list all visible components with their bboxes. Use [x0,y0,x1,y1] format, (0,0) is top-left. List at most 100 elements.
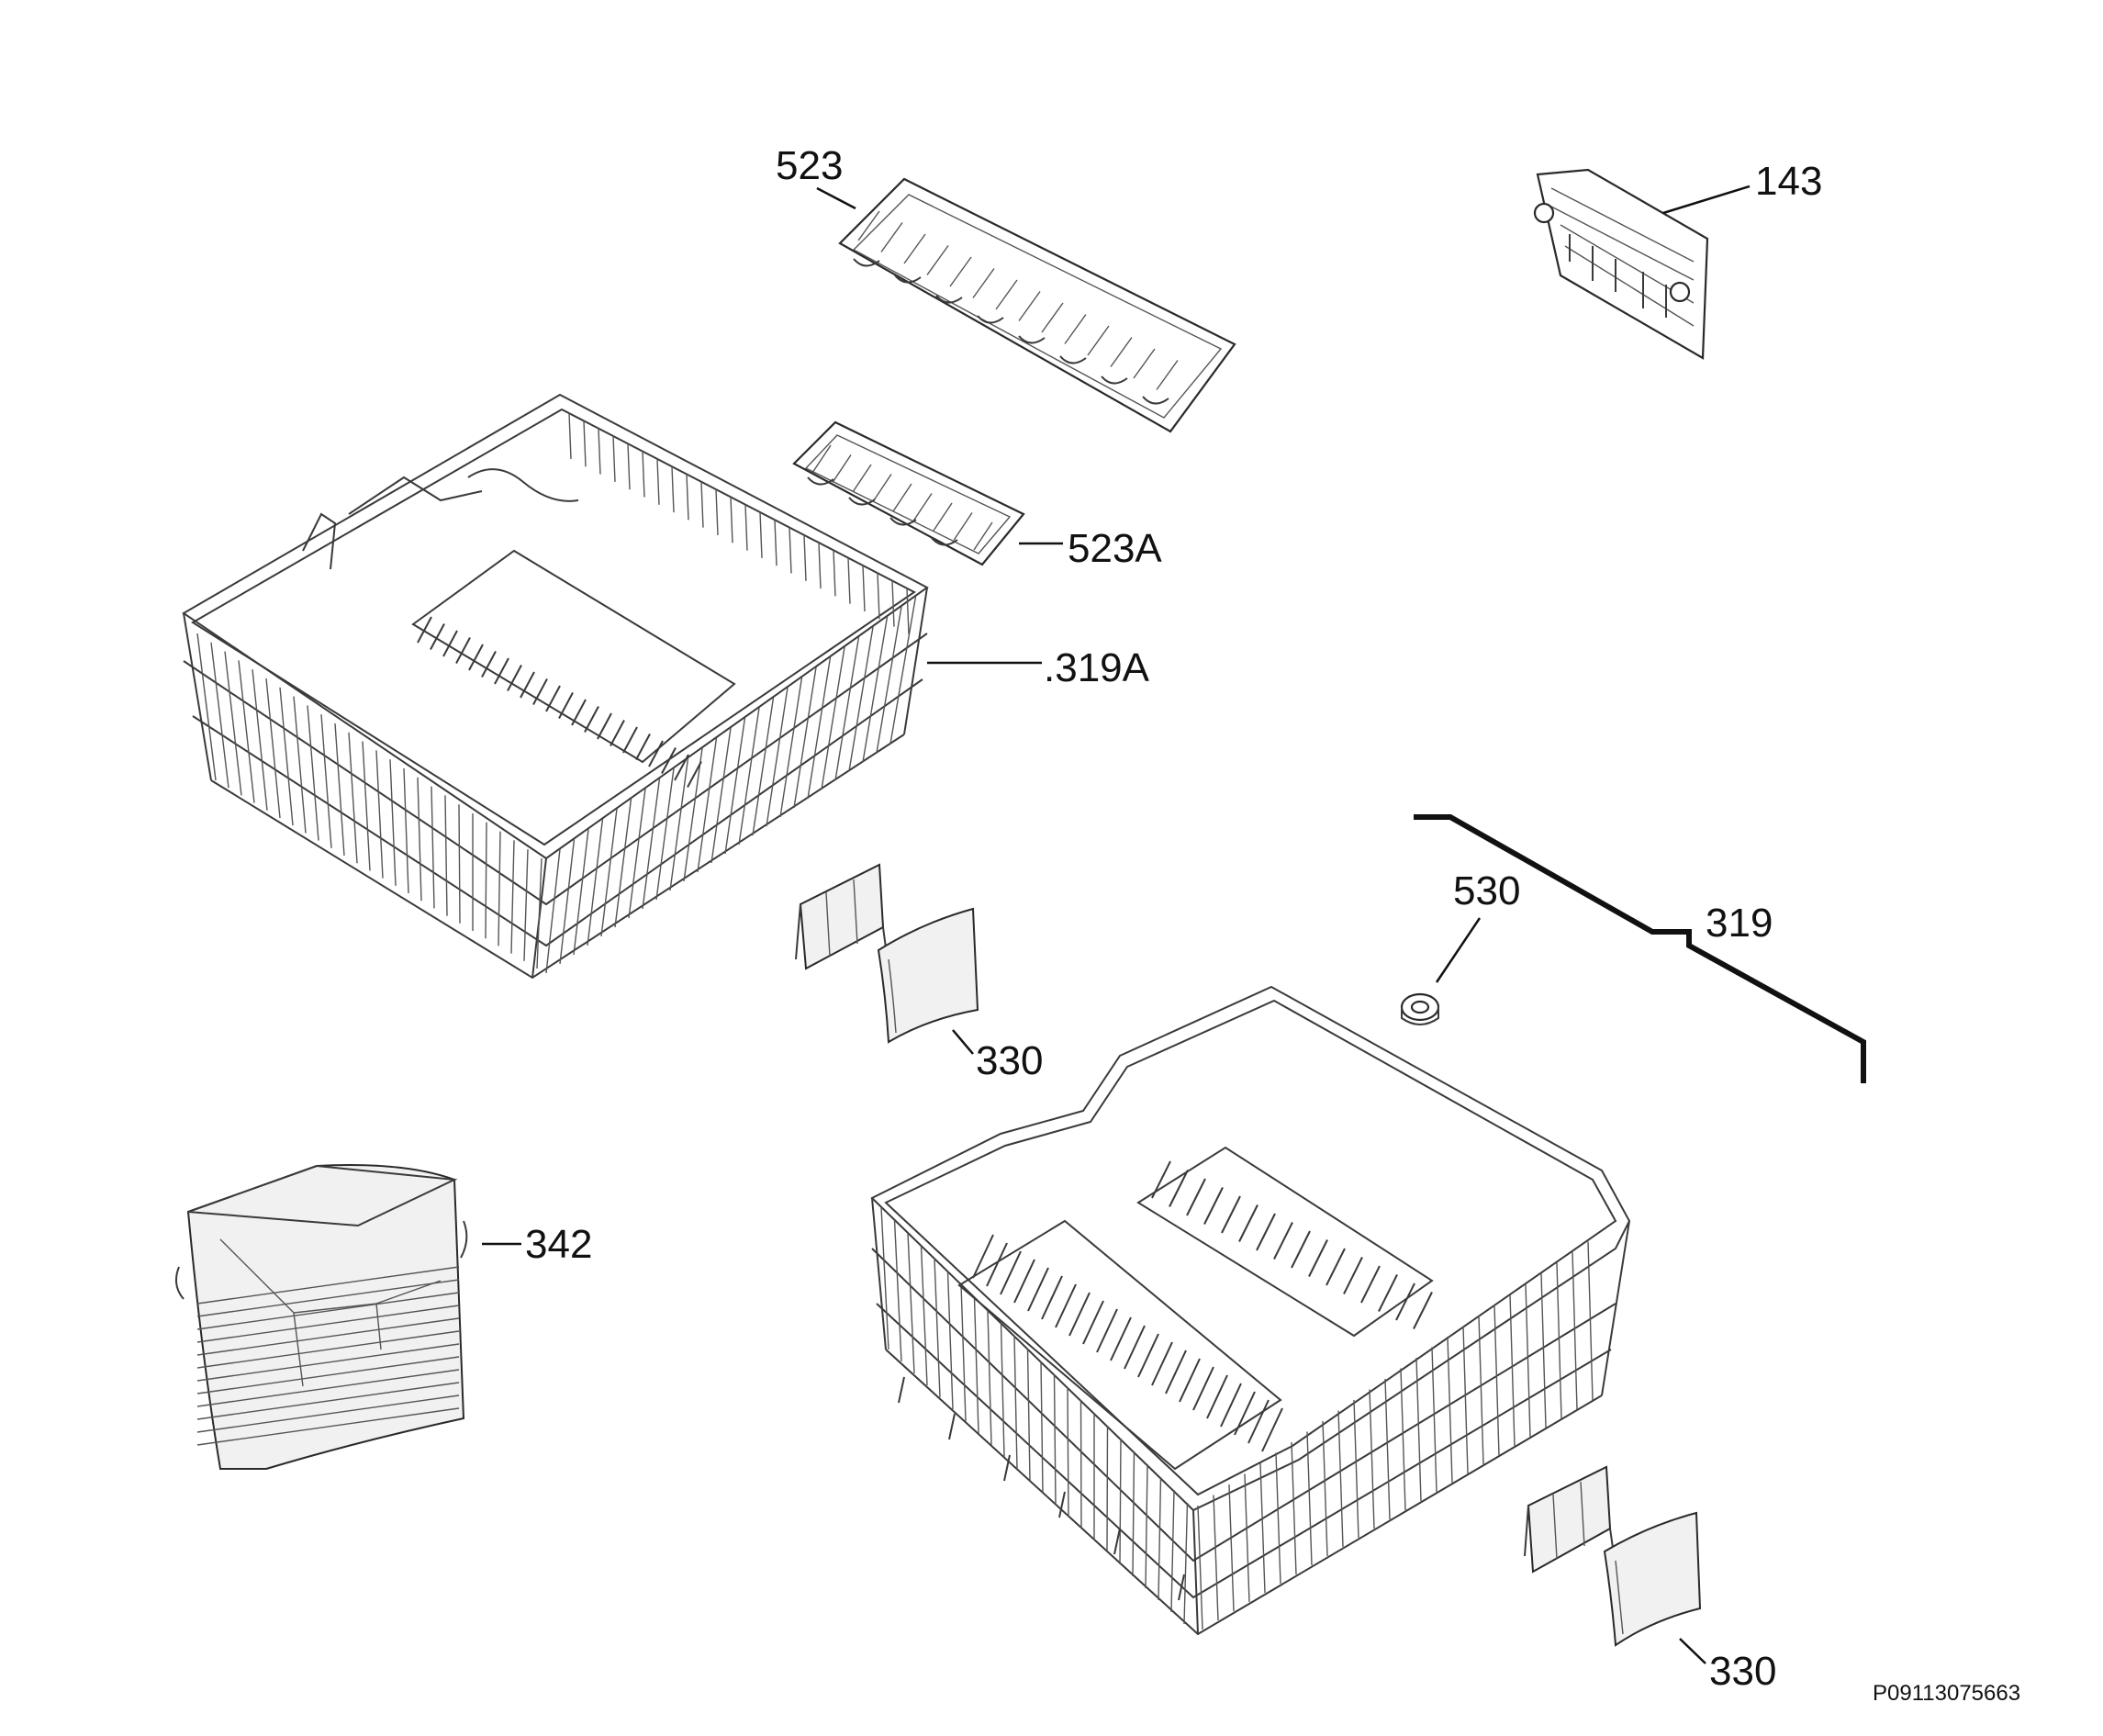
label-143: 143 [1755,159,1822,204]
wire [953,512,973,541]
wire [789,527,792,574]
part-143-rail-bracket [1533,168,1709,360]
wire [1132,1450,1135,1577]
label-523: 523 [776,143,843,188]
wire [1170,1489,1175,1613]
wire [987,1309,992,1446]
wire [1055,1283,1077,1328]
wire [655,767,675,901]
wire [1343,1257,1363,1294]
wire [1158,1476,1162,1601]
wire [628,788,646,919]
wire [614,798,632,928]
wire [1234,1391,1256,1436]
lower-basket [870,985,1631,1636]
wire [510,840,515,954]
wire [946,1271,954,1410]
wire [1000,1322,1005,1458]
wire [196,1279,460,1317]
wire [558,692,574,719]
wire [671,466,675,513]
wire [1110,1316,1132,1361]
wire [759,511,763,558]
wire [1027,1267,1049,1312]
wire [803,534,807,581]
wire [1213,1495,1219,1621]
wire [880,1206,889,1350]
wire [485,822,487,939]
wire [1247,1399,1270,1444]
wire [1431,1347,1437,1493]
wire [444,795,448,916]
wire [710,727,732,864]
wire [889,596,917,745]
wire [1096,1308,1118,1353]
wire [196,1266,460,1305]
wire [1256,1213,1276,1251]
wire [1013,1259,1035,1304]
wire [348,732,358,864]
wire [583,420,587,467]
wire [196,1356,460,1394]
wire [891,580,895,627]
wire [1259,1462,1266,1594]
leader-530 [1435,917,1482,983]
wire [224,651,242,796]
wire [279,687,294,826]
wire [833,550,836,597]
wire [598,428,601,475]
label-330-bottom: 330 [1709,1649,1776,1694]
wire [1308,1239,1328,1277]
wire [1041,302,1064,333]
wire [612,435,616,482]
wire [458,804,461,924]
wire [933,502,953,532]
wire [973,1296,979,1434]
wire [880,222,903,252]
wire [1040,1361,1044,1494]
part-330-flaps-bottom [1524,1465,1702,1647]
wire [752,697,775,836]
wire [1400,1368,1406,1511]
wire [320,714,332,848]
wire [862,616,889,763]
wire [334,722,345,857]
wire [430,623,445,650]
wire [697,737,718,873]
wire [912,493,933,521]
wire [597,712,612,740]
wire [744,504,748,551]
wire [1337,1410,1344,1548]
wire [1556,1262,1562,1419]
wire [1415,1357,1422,1502]
wire [417,777,422,902]
wire [481,651,497,678]
wire [1110,337,1133,367]
wire [1013,1335,1018,1470]
wire [1151,1341,1173,1386]
wire [1183,1502,1189,1625]
wire [1244,1473,1250,1603]
wire [1238,1204,1258,1242]
wire [1275,1452,1281,1585]
wire [995,279,1018,310]
leader-330-bottom [1679,1638,1706,1664]
wire [715,488,719,536]
wire [857,210,880,241]
wire [1133,348,1156,379]
label-342: 342 [525,1222,592,1267]
wire [494,657,509,685]
wire [1228,1484,1235,1612]
wire [1273,1222,1293,1260]
wire [1068,1292,1091,1337]
wire [1478,1315,1484,1465]
wire [196,633,217,781]
wire [972,1234,994,1279]
part-523-shelf [838,177,1236,433]
wire [403,767,409,894]
wire [196,1407,460,1446]
wire [1572,1251,1578,1410]
wire [674,754,689,781]
wire [1018,291,1041,321]
wire [876,606,902,754]
